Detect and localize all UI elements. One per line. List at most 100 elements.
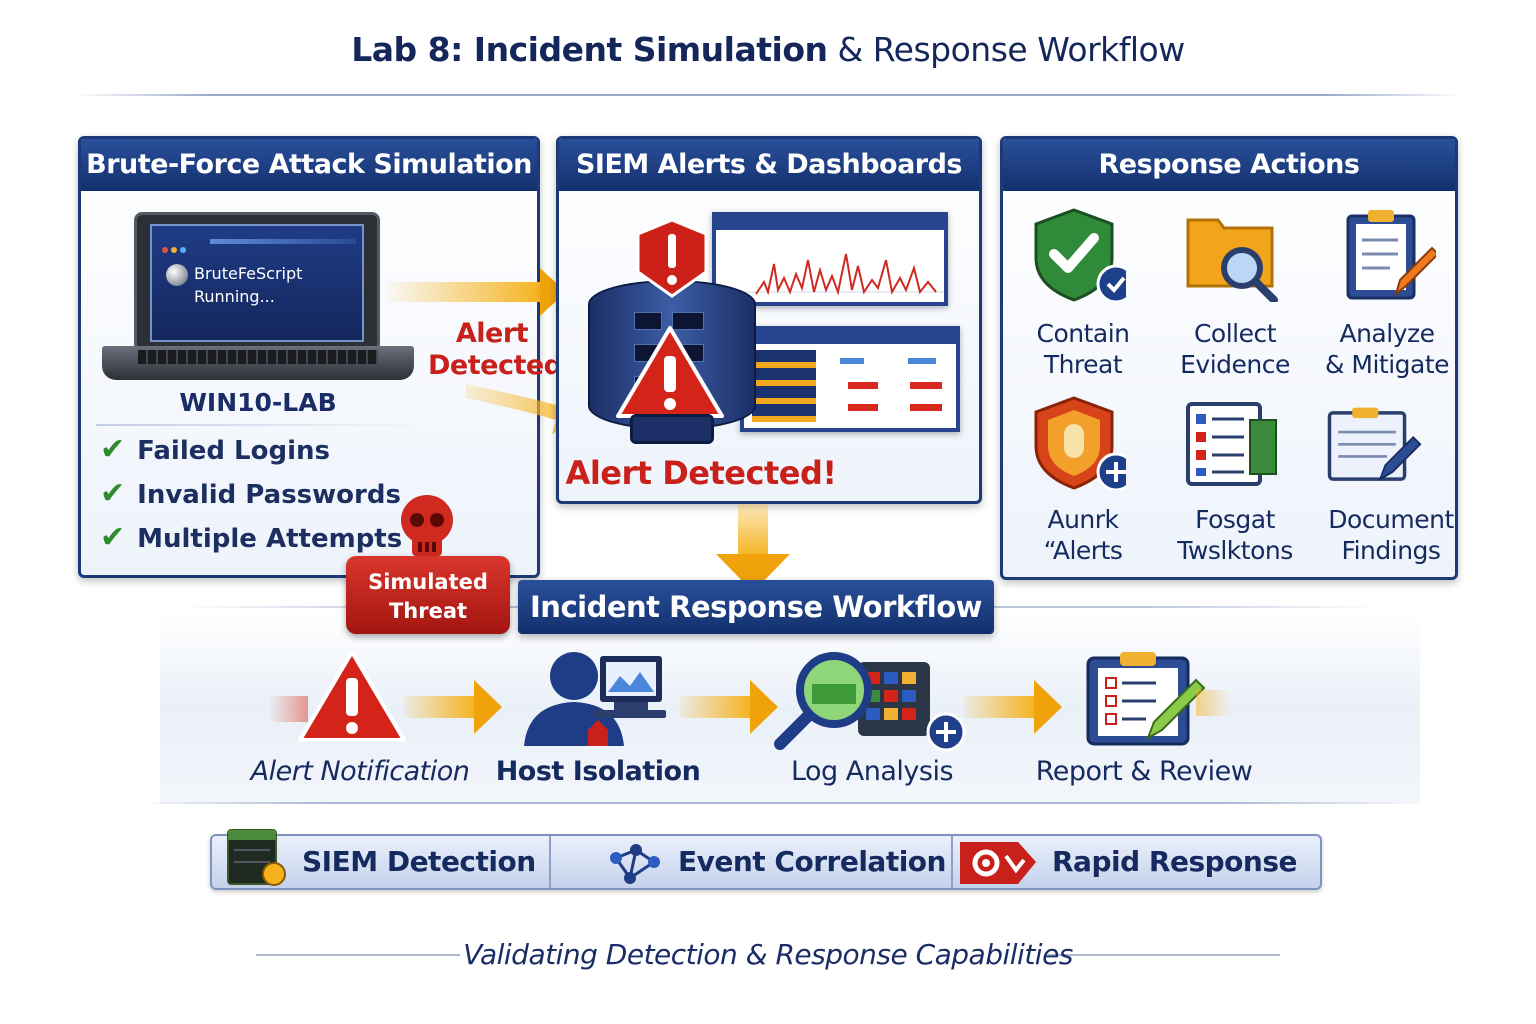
alert-trail (268, 696, 308, 722)
report-clipboard-icon (1086, 652, 1206, 746)
footer-caption: Validating Detection & Response Capabili… (463, 938, 1073, 971)
siem-panel-header: SIEM Alerts & Dashboards (559, 139, 979, 191)
magnifier-log-icon (774, 652, 966, 752)
warning-icon (616, 326, 724, 418)
arrow-right-icon (680, 680, 778, 734)
server-slot (634, 312, 662, 330)
dashboard-table-window (740, 326, 960, 432)
shield-check-icon (1034, 208, 1126, 302)
label-line: Findings (1341, 536, 1441, 565)
label-line: Evidence (1180, 350, 1290, 379)
capability-label: SIEM Detection (302, 845, 536, 878)
label-line: Twslktons (1177, 536, 1293, 565)
arrow-right-icon (964, 680, 1062, 734)
response-panel-header: Response Actions (1003, 139, 1455, 191)
workflow-step-label: Report & Review (1035, 756, 1253, 787)
footer-divider (1048, 954, 1280, 956)
table-column (752, 350, 816, 422)
label-line: Threat (1043, 350, 1123, 379)
capability-label: Rapid Response (1052, 845, 1297, 878)
title-divider (72, 94, 1464, 96)
footer-divider (256, 954, 460, 956)
check-icon: ✔ (100, 476, 126, 511)
table-cell (848, 404, 878, 411)
check-label: Multiple Attempts (137, 524, 403, 554)
capability-label: Event Correlation (678, 845, 946, 878)
threat-line1: Simulated (368, 570, 488, 594)
alert-detected-side: Alert Detected! (428, 318, 575, 382)
page-title: Lab 8: Incident Simulation & Response Wo… (0, 30, 1536, 69)
warning-icon (298, 650, 406, 742)
report-trail (1196, 690, 1232, 716)
server-slot (672, 312, 704, 330)
check-icon: ✔ (100, 520, 126, 555)
script-status-icon (166, 264, 188, 286)
table-cell (910, 382, 942, 389)
shield-plus-icon (1034, 396, 1126, 490)
script-status-text: BruteFeScript Running... (194, 262, 302, 308)
folder-search-icon (1186, 218, 1278, 302)
workflow-step-label: Log Analysis (790, 756, 954, 787)
checklist-icon (1186, 402, 1277, 486)
check-item: ✔ Failed Logins (100, 432, 330, 468)
window-titlebar (210, 239, 356, 244)
alert-detected-main: Alert Detected! (565, 454, 837, 492)
dashboard-titlebar (744, 330, 956, 344)
host-divider (96, 424, 426, 426)
check-label: Invalid Passwords (137, 480, 401, 510)
arrow-down-icon (716, 554, 790, 592)
response-item-label: Aunrk“Alerts (1008, 504, 1158, 566)
attack-panel-header: Brute-Force Attack Simulation (81, 139, 537, 191)
line-chart-icon (716, 253, 944, 296)
window-dots (162, 238, 202, 253)
dashboard-titlebar (716, 216, 944, 230)
user-monitor-icon (524, 652, 666, 746)
arrow-down-shaft (738, 504, 768, 558)
workflow-step-label: Alert Notification (250, 756, 470, 787)
clipboard-pencil-icon (1346, 210, 1436, 300)
check-item: ✔ Multiple Attempts (100, 520, 402, 556)
capability-bar (210, 834, 1322, 890)
bar-divider (549, 836, 551, 888)
label-line: & Mitigate (1324, 350, 1450, 379)
table-cell (848, 382, 878, 389)
label-line: Fosgat (1195, 505, 1275, 534)
workflow-step-label: Host Isolation (495, 756, 701, 787)
simulated-threat-badge: Simulated Threat (346, 556, 510, 634)
script-state: Running... (194, 287, 275, 306)
laptop-keyboard (138, 350, 378, 364)
threat-line2: Threat (388, 599, 468, 623)
label-line: Analyze (1339, 319, 1435, 348)
table-cell (840, 358, 864, 364)
alert-side-line1: Alert (455, 318, 529, 349)
script-name: BruteFeScript (194, 264, 303, 283)
label-line: “Alerts (1043, 536, 1123, 565)
label-line: Document (1328, 505, 1454, 534)
network-nodes-icon (610, 844, 660, 884)
workflow-title: Incident Response Workflow (518, 580, 994, 634)
page-title-bold: Lab 8: Incident Simulation (351, 30, 828, 69)
dashboard-chart-window (712, 212, 948, 306)
check-label: Failed Logins (137, 436, 330, 466)
skull-icon (401, 495, 453, 556)
siem-panel: SIEM Alerts & Dashboards (556, 136, 982, 504)
table-cell (908, 358, 936, 364)
response-item-label: Analyze& Mitigate (1312, 318, 1462, 380)
arrow-right-icon (382, 268, 566, 316)
check-item: ✔ Invalid Passwords (100, 476, 401, 512)
label-line: Aunrk (1047, 505, 1119, 534)
host-label: WIN10-LAB (179, 388, 337, 417)
workflow-bottom-divider (140, 802, 1410, 804)
gear-alert-icon (960, 842, 1036, 884)
label-line: Collect (1193, 319, 1277, 348)
document-pen-icon (1327, 407, 1422, 482)
arrow-right-icon (404, 680, 502, 734)
check-icon: ✔ (100, 432, 126, 467)
page-title-rest: & Response Workflow (837, 30, 1186, 69)
label-line: Contain (1036, 319, 1130, 348)
server-icon (227, 829, 286, 886)
alert-side-line2: Detected! (428, 350, 575, 381)
